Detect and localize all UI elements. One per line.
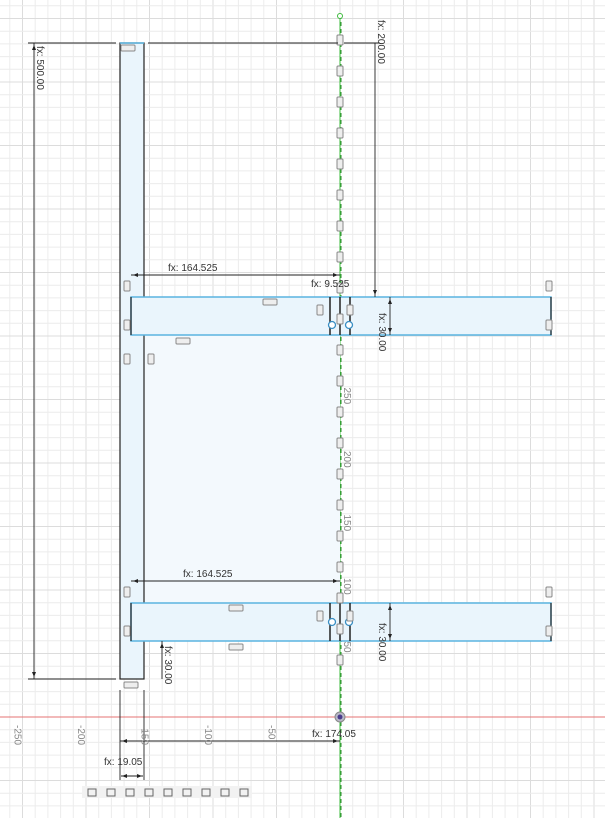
y-axis-label: 150 [341, 515, 352, 532]
orbit-icon[interactable] [125, 788, 135, 797]
constraint-icon[interactable] [336, 34, 344, 46]
dim-lower-thickness[interactable]: fx: 30.00 [376, 623, 387, 662]
constraint-icon[interactable] [336, 468, 344, 480]
move-icon[interactable] [87, 788, 97, 797]
dim-height-500[interactable]: fx: 500.00 [34, 46, 45, 90]
constraint-icon[interactable] [123, 586, 131, 598]
origin-dot [337, 714, 343, 720]
pan-icon[interactable] [106, 788, 116, 797]
dim-top-200[interactable]: fx: 200.00 [375, 20, 386, 64]
constraint-icon[interactable] [336, 375, 344, 387]
constraint-icon[interactable] [336, 313, 344, 325]
y-axis-label: 50 [341, 642, 352, 654]
zoom-icon[interactable] [163, 788, 173, 797]
dim-offset-174[interactable]: fx: 174.05 [312, 729, 356, 740]
dim-bottom-offset[interactable]: fx: 30.00 [162, 646, 173, 685]
fit-icon[interactable] [182, 788, 192, 797]
constraint-icon[interactable] [262, 298, 278, 306]
inner-region[interactable] [131, 335, 340, 603]
constraint-icon[interactable] [545, 586, 553, 598]
constraint-icon[interactable] [336, 251, 344, 263]
x-axis-label: -100 [202, 725, 213, 745]
dim-upper-small[interactable]: fx: 9.525 [311, 279, 350, 290]
dimension-lines [28, 42, 391, 780]
y-axis-label: 200 [341, 451, 352, 468]
constraint-icon[interactable] [336, 499, 344, 511]
constraint-icon[interactable] [123, 280, 131, 292]
constraint-icon[interactable] [545, 280, 553, 292]
constraint-icon[interactable] [336, 344, 344, 356]
constraint-icon[interactable] [336, 437, 344, 449]
y-axis-label: 250 [341, 388, 352, 405]
dim-upper-width[interactable]: fx: 164.525 [168, 263, 218, 274]
constraint-icon[interactable] [346, 304, 354, 316]
constraint-icon[interactable] [336, 189, 344, 201]
constraint-icon[interactable] [123, 625, 131, 637]
constraint-icon[interactable] [147, 353, 155, 365]
y-axis-label: 100 [341, 578, 352, 595]
constraint-icon[interactable] [336, 623, 344, 635]
constraint-icon[interactable] [336, 65, 344, 77]
constraint-icon[interactable] [123, 319, 131, 331]
constraint-icon[interactable] [316, 304, 324, 316]
viewport-icon[interactable] [239, 788, 249, 797]
constraint-icon[interactable] [336, 561, 344, 573]
constraint-icon[interactable] [120, 44, 136, 52]
grid-icon[interactable] [220, 788, 230, 797]
constraint-icon[interactable] [336, 530, 344, 542]
dim-lower-width[interactable]: fx: 164.525 [183, 569, 233, 580]
constraint-icon[interactable] [175, 337, 191, 345]
constraint-icon[interactable] [336, 282, 344, 294]
x-axis-label: -200 [75, 725, 86, 745]
x-axis-label: -50 [266, 725, 277, 740]
constraint-icon[interactable] [316, 610, 324, 622]
look-icon[interactable] [144, 788, 154, 797]
constraint-icon[interactable] [336, 220, 344, 232]
constraint-icon[interactable] [123, 681, 139, 689]
constraint-icon[interactable] [123, 353, 131, 365]
constraint-icon[interactable] [336, 592, 344, 604]
lower-bar[interactable] [130, 602, 552, 642]
constraint-icon[interactable] [545, 319, 553, 331]
constraint-icon[interactable] [545, 625, 553, 637]
constraint-glyphs [120, 34, 553, 689]
x-axis-label: -250 [12, 725, 23, 745]
constraint-icon[interactable] [228, 604, 244, 612]
dim-upper-thickness[interactable]: fx: 30.00 [376, 313, 387, 352]
constraint-icon[interactable] [346, 610, 354, 622]
axis-labels: -250 -200 -150 -100 -50 250 200 150 100 50 [12, 388, 353, 746]
y-axis-endpoint[interactable] [337, 13, 343, 19]
display-icon[interactable] [201, 788, 211, 797]
constraint-icon[interactable] [336, 158, 344, 170]
navigation-toolbar [82, 786, 252, 798]
constraint-icon[interactable] [336, 654, 344, 666]
x-axis-label: -150 [139, 725, 150, 745]
constraint-icon[interactable] [228, 643, 244, 651]
constraint-icon[interactable] [336, 96, 344, 108]
constraint-icon[interactable] [336, 127, 344, 139]
dimension-arrows [32, 45, 392, 778]
dim-width-19[interactable]: fx: 19.05 [104, 757, 143, 768]
constraint-icon[interactable] [336, 406, 344, 418]
